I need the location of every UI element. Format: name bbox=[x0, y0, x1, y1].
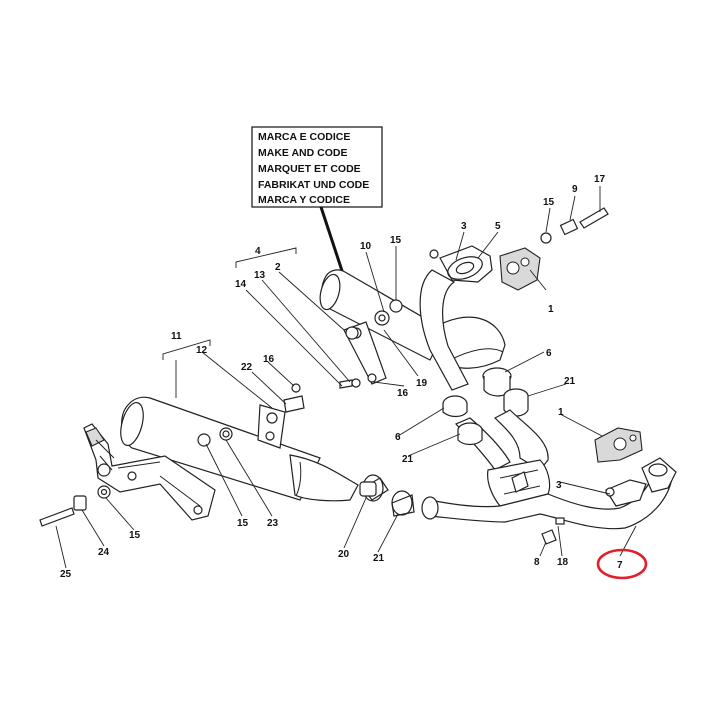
leader-lines bbox=[55, 186, 637, 569]
front-header-pipe-7 bbox=[421, 457, 677, 530]
hanger-bolts bbox=[39, 485, 111, 527]
callout-4: 4 bbox=[255, 246, 261, 257]
callout-24: 24 bbox=[98, 547, 110, 558]
callout-22: 22 bbox=[241, 362, 253, 373]
clamp-20-sleeve-21 bbox=[359, 474, 415, 517]
callout-21-lower: 21 bbox=[373, 553, 385, 564]
callout-13: 13 bbox=[254, 270, 266, 281]
callout-11: 11 bbox=[171, 331, 182, 342]
callout-17: 17 bbox=[594, 174, 606, 185]
callout-1-upper: 1 bbox=[548, 304, 554, 315]
callout-6-upper: 6 bbox=[546, 348, 552, 359]
callout-21-upper: 21 bbox=[564, 376, 576, 387]
callout-16-lower: 16 bbox=[263, 354, 275, 365]
callout-18: 18 bbox=[557, 557, 569, 568]
callout-5: 5 bbox=[495, 221, 501, 232]
group-bracket-11 bbox=[162, 339, 211, 360]
mid-pipes bbox=[455, 367, 549, 471]
rear-header-pipe bbox=[419, 245, 493, 391]
callout-15-lower: 15 bbox=[237, 518, 249, 529]
lower-bolts-8-18 bbox=[541, 517, 565, 545]
legend-line-1: MARCA E CODICE bbox=[258, 131, 350, 143]
callout-12: 12 bbox=[196, 345, 208, 356]
callout-20: 20 bbox=[338, 549, 350, 560]
legend-box bbox=[251, 126, 383, 208]
callout-numbers: 3 5 1 15 9 17 10 15 4 2 13 14 19 16 6 21… bbox=[60, 174, 606, 580]
mid-clamp-and-sleeve bbox=[442, 395, 483, 446]
upper-right-bolts bbox=[540, 207, 609, 244]
legend-line-2: MAKE AND CODE bbox=[258, 147, 347, 159]
front-gasket bbox=[594, 427, 647, 507]
group-bracket-4 bbox=[235, 247, 297, 268]
callout-16-upper: 16 bbox=[397, 388, 409, 399]
legend-line-3: MARQUET ET CODE bbox=[258, 163, 361, 175]
callout-3-upper: 3 bbox=[461, 221, 467, 232]
callout-10: 10 bbox=[360, 241, 372, 252]
callout-8: 8 bbox=[534, 557, 540, 568]
callout-25: 25 bbox=[60, 569, 72, 580]
legend-line-4: FABRIKAT UND CODE bbox=[258, 179, 369, 191]
red-highlight-ring bbox=[596, 548, 648, 580]
callout-15-upper-right: 15 bbox=[543, 197, 555, 208]
callout-23: 23 bbox=[267, 518, 279, 529]
make-and-code-legend: MARCA E CODICE MAKE AND CODE MARQUET ET … bbox=[251, 126, 383, 208]
callout-9: 9 bbox=[572, 184, 578, 195]
callout-21-mid: 21 bbox=[402, 454, 414, 465]
callout-14: 14 bbox=[235, 279, 247, 290]
upper-muffler bbox=[319, 269, 506, 369]
legend-line-5: MARCA Y CODICE bbox=[258, 194, 350, 206]
lower-muffler bbox=[120, 396, 359, 502]
callout-15-upper: 15 bbox=[390, 235, 402, 246]
upper-bracket bbox=[339, 299, 403, 389]
callout-7: 7 bbox=[617, 560, 623, 571]
callout-1-lower: 1 bbox=[558, 407, 564, 418]
callout-2: 2 bbox=[275, 262, 281, 273]
callout-6-lower: 6 bbox=[395, 432, 401, 443]
callout-15-hanger: 15 bbox=[129, 530, 141, 541]
callout-19: 19 bbox=[416, 378, 428, 389]
highlight-part-7: 7 bbox=[596, 548, 648, 580]
footpeg-hanger bbox=[83, 423, 216, 521]
upper-gasket bbox=[499, 247, 541, 291]
callout-3-lower: 3 bbox=[556, 480, 562, 491]
